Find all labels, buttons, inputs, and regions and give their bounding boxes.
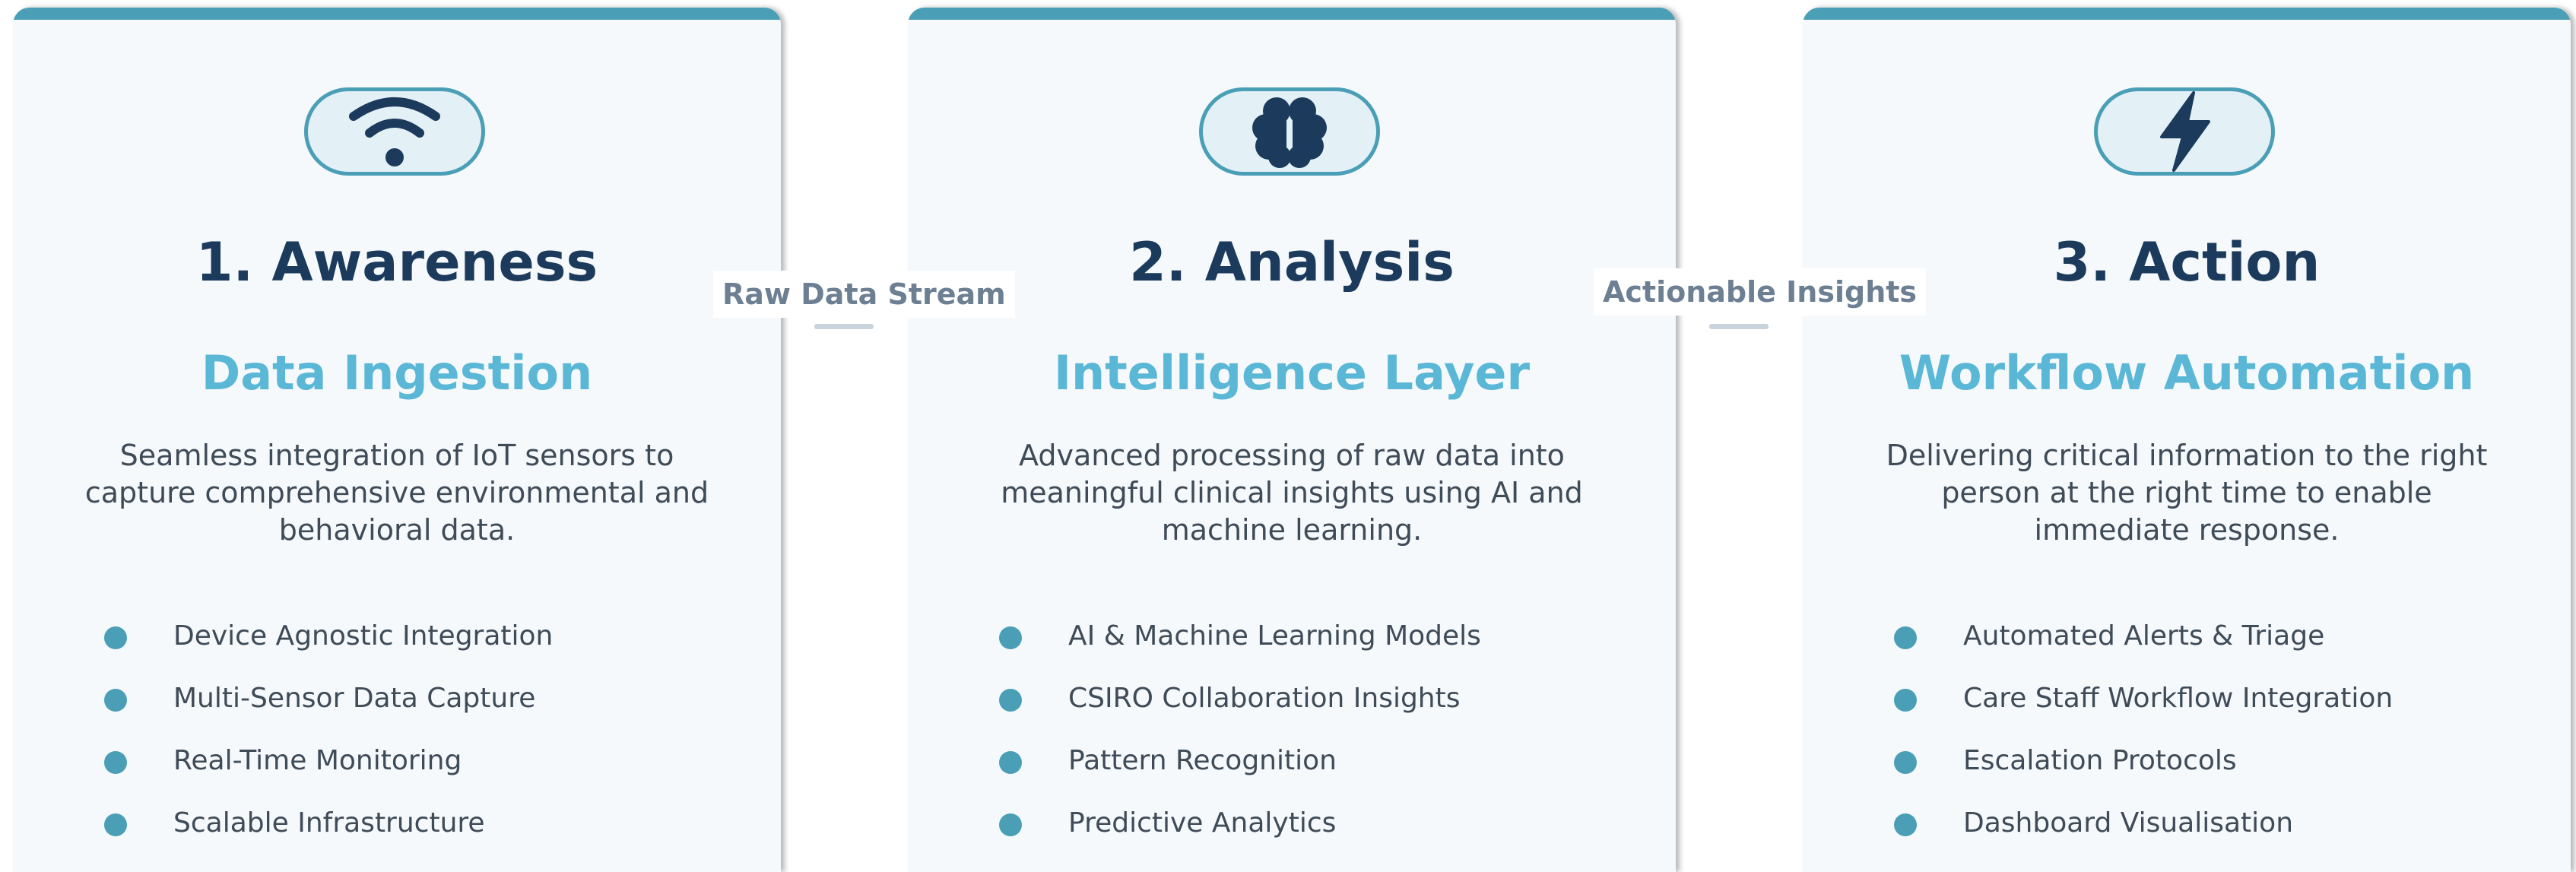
feature-label: Device Agnostic Integration — [173, 620, 554, 652]
bullet-dot — [999, 751, 1022, 774]
card-top-bar — [13, 8, 781, 20]
feature-label: Scalable Infrastructure — [173, 807, 485, 839]
feature-item: Escalation Protocols — [1803, 740, 2487, 786]
bullet-dot — [999, 813, 1022, 836]
bullet-dot — [104, 751, 127, 774]
feature-item: Automated Alerts & Triage — [1803, 616, 2487, 661]
stage-title: 3. Action — [2053, 231, 2321, 293]
bullet-dot — [1894, 626, 1917, 649]
bullet-dot — [999, 689, 1022, 712]
stage-subtitle: Data Ingestion — [201, 345, 593, 401]
card-top-bar — [908, 8, 1676, 20]
connector-line — [1709, 324, 1769, 329]
connector-line — [814, 324, 874, 329]
connector-label-actionable-insights: Actionable Insights — [1594, 268, 1927, 316]
stage-subtitle: Intelligence Layer — [1053, 345, 1531, 401]
stage-card-analysis: 2. Analysis Intelligence Layer Advanced … — [908, 8, 1676, 872]
feature-item: Multi-Sensor Data Capture — [13, 678, 697, 724]
stage-card-action: 3. Action Workflow Automation Delivering… — [1803, 8, 2571, 872]
lightning-icon — [2160, 91, 2210, 172]
feature-item: AI & Machine Learning Models — [908, 616, 1592, 661]
feature-label: CSIRO Collaboration Insights — [1068, 683, 1461, 714]
wifi-icon — [349, 97, 440, 166]
icon-badge — [304, 87, 485, 176]
feature-label: Escalation Protocols — [1963, 745, 2237, 776]
feature-label: Pattern Recognition — [1068, 745, 1337, 776]
brain-icon — [1252, 97, 1327, 168]
bullet-dot — [104, 689, 127, 712]
feature-item: Dashboard Visualisation — [1803, 803, 2487, 848]
feature-label: AI & Machine Learning Models — [1068, 620, 1481, 652]
bullet-dot — [1894, 813, 1917, 836]
stage-card-awareness: 1. Awareness Data Ingestion Seamless int… — [13, 8, 781, 872]
bullet-dot — [1894, 751, 1917, 774]
bullet-dot — [104, 813, 127, 836]
stage-title: 1. Awareness — [195, 231, 598, 293]
feature-label: Dashboard Visualisation — [1963, 807, 2294, 839]
feature-item: Scalable Infrastructure — [13, 803, 697, 848]
icon-badge — [1199, 87, 1380, 176]
feature-label: Automated Alerts & Triage — [1963, 620, 2325, 652]
feature-item: Care Staff Workflow Integration — [1803, 678, 2487, 724]
bullet-dot — [104, 626, 127, 649]
icon-badge — [2094, 87, 2275, 176]
bullet-dot — [1894, 689, 1917, 712]
stage-subtitle: Workflow Automation — [1899, 345, 2475, 401]
stage-description: Delivering critical information to the r… — [1886, 439, 2488, 547]
feature-label: Predictive Analytics — [1068, 807, 1337, 839]
stage-title: 2. Analysis — [1129, 231, 1455, 293]
stage-description: Seamless integration of IoT sensors to c… — [84, 439, 709, 547]
stage-description: Advanced processing of raw data into mea… — [1001, 439, 1583, 547]
feature-label: Real-Time Monitoring — [173, 745, 462, 776]
feature-item: CSIRO Collaboration Insights — [908, 678, 1592, 724]
feature-label: Care Staff Workflow Integration — [1963, 683, 2394, 714]
feature-item: Real-Time Monitoring — [13, 740, 697, 786]
feature-item: Device Agnostic Integration — [13, 616, 697, 661]
feature-item: Predictive Analytics — [908, 803, 1592, 848]
feature-label: Multi-Sensor Data Capture — [173, 683, 536, 714]
card-top-bar — [1803, 8, 2571, 20]
feature-item: Pattern Recognition — [908, 740, 1592, 786]
bullet-dot — [999, 626, 1022, 649]
connector-label-raw-data-stream: Raw Data Stream — [713, 271, 1015, 318]
